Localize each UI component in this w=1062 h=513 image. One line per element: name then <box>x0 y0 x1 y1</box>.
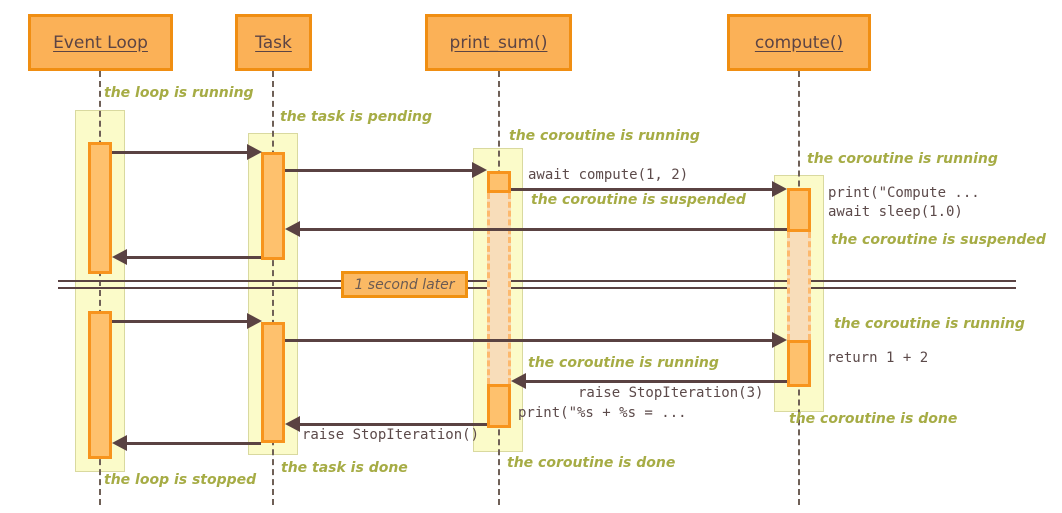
arrowhead-left-icon <box>285 221 300 237</box>
participant-event-loop: Event Loop <box>28 14 173 71</box>
code-raise-stopiteration-3: raise StopIteration(3) <box>578 385 764 401</box>
note-task-done: the task is done <box>281 460 408 476</box>
code-print-format: print("%s + %s = ... <box>518 405 687 421</box>
note-print-sum-done: the coroutine is done <box>507 455 676 471</box>
message-arrow <box>285 169 473 172</box>
message-arrow <box>112 320 248 323</box>
divider-label: 1 second later <box>354 276 455 293</box>
arrowhead-right-icon <box>772 332 787 348</box>
suspended-bar-compute <box>787 232 811 340</box>
activation-print-sum-2 <box>487 384 511 428</box>
message-arrow <box>127 442 261 445</box>
arrowhead-left-icon <box>112 435 127 451</box>
activation-task-2 <box>261 322 285 443</box>
divider-line-bottom <box>58 287 1016 289</box>
note-loop-running: the loop is running <box>104 85 254 101</box>
note-compute-running-2: the coroutine is running <box>834 316 1025 332</box>
message-arrow <box>127 256 261 259</box>
participant-print-sum: print_sum() <box>425 14 572 71</box>
participant-compute: compute() <box>727 14 871 71</box>
activation-event-loop-1 <box>88 142 112 274</box>
code-return-1-2: return 1 + 2 <box>827 350 929 366</box>
arrowhead-right-icon <box>247 313 262 329</box>
note-print-sum-running-2: the coroutine is running <box>528 355 719 371</box>
suspended-bar-print-sum <box>487 193 511 384</box>
activation-compute-2 <box>787 340 811 387</box>
code-print-compute: print("Compute ... <box>828 185 980 201</box>
arrowhead-right-icon <box>472 162 487 178</box>
divider-label-box: 1 second later <box>341 271 468 298</box>
arrowhead-left-icon <box>511 373 526 389</box>
divider-line-top <box>58 280 1016 282</box>
note-compute-suspended: the coroutine is suspended <box>831 232 1046 248</box>
message-arrow <box>300 423 487 426</box>
participant-label: print_sum() <box>449 32 548 53</box>
note-compute-done: the coroutine is done <box>789 411 958 427</box>
message-arrow <box>112 151 248 154</box>
code-await-sleep: await sleep(1.0) <box>828 204 963 220</box>
note-print-sum-running-1: the coroutine is running <box>509 128 700 144</box>
code-await-compute: await compute(1, 2) <box>528 167 689 183</box>
note-compute-running-1: the coroutine is running <box>807 151 998 167</box>
arrowhead-right-icon <box>772 181 787 197</box>
message-arrow <box>526 380 787 383</box>
activation-print-sum-1 <box>487 171 511 193</box>
activation-task-1 <box>261 152 285 260</box>
code-raise-stopiteration: raise StopIteration() <box>302 427 480 443</box>
message-arrow <box>511 188 773 191</box>
arrowhead-right-icon <box>247 144 262 160</box>
message-arrow <box>285 339 773 342</box>
note-print-sum-suspended: the coroutine is suspended <box>531 192 746 208</box>
activation-event-loop-2 <box>88 311 112 459</box>
note-task-pending: the task is pending <box>280 109 432 125</box>
activation-compute-1 <box>787 188 811 232</box>
participant-task: Task <box>235 14 312 71</box>
arrowhead-left-icon <box>285 416 300 432</box>
note-loop-stopped: the loop is stopped <box>104 472 257 488</box>
participant-label: Event Loop <box>53 32 148 53</box>
message-arrow <box>300 228 787 231</box>
arrowhead-left-icon <box>112 249 127 265</box>
participant-label: compute() <box>754 32 844 53</box>
participant-label: Task <box>255 32 292 53</box>
